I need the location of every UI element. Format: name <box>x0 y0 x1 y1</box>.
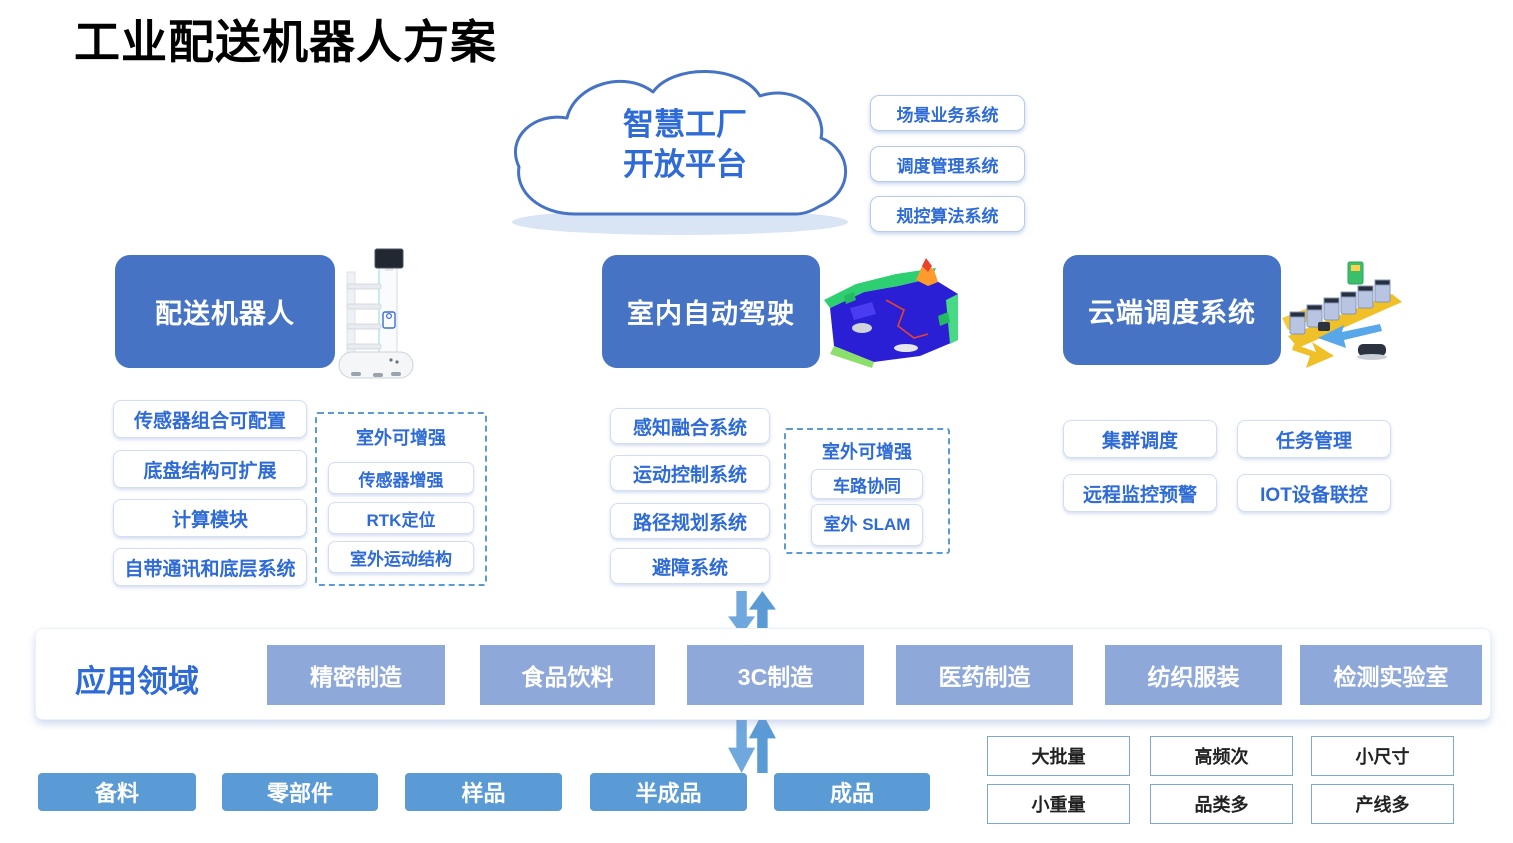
feature-box: 传感器组合可配置 <box>113 400 307 438</box>
feature-box: 底盘结构可扩展 <box>113 450 307 488</box>
delivery-robot-image <box>333 246 421 384</box>
application-item: 食品饮料 <box>480 645 655 705</box>
double-arrow-icon <box>727 713 777 773</box>
feature-box: 避障系统 <box>610 548 770 584</box>
applications-label: 应用领域 <box>75 664 199 699</box>
section-box-delivery-robot: 配送机器人 <box>115 255 335 368</box>
platform-system-box: 调度管理系统 <box>870 146 1025 182</box>
application-item: 精密制造 <box>267 645 445 705</box>
cloud-title-line1: 智慧工厂 <box>623 107 747 142</box>
characteristic-box: 高频次 <box>1150 736 1293 776</box>
cloud-platform-title: 智慧工厂 开放平台 <box>495 105 875 184</box>
characteristic-box: 小尺寸 <box>1311 736 1454 776</box>
material-box: 成品 <box>774 773 930 811</box>
page-title: 工业配送机器人方案 <box>74 16 497 68</box>
material-box: 半成品 <box>590 773 747 811</box>
cloud-icon <box>495 62 875 240</box>
characteristic-box: 小重量 <box>987 784 1130 824</box>
cloud-title-line2: 开放平台 <box>623 146 747 182</box>
outdoor-enhance-group: 室外可增强 传感器增强 RTK定位 室外运动结构 <box>315 412 487 586</box>
feature-box: 任务管理 <box>1237 420 1391 458</box>
characteristic-box: 品类多 <box>1150 784 1293 824</box>
material-box: 备料 <box>38 773 196 811</box>
material-box: 零部件 <box>222 773 378 811</box>
characteristic-box: 产线多 <box>1311 784 1454 824</box>
characteristic-box: 大批量 <box>987 736 1130 776</box>
feature-box: 运动控制系统 <box>610 455 770 491</box>
double-arrow-icon <box>727 591 777 635</box>
feature-box: 自带通讯和底层系统 <box>113 548 307 586</box>
platform-system-box: 规控算法系统 <box>870 196 1025 232</box>
platform-system-box: 场景业务系统 <box>870 95 1025 131</box>
feature-box: 感知融合系统 <box>610 408 770 444</box>
outdoor-item-box: 车路协同 <box>811 469 923 499</box>
feature-box: 集群调度 <box>1063 420 1217 458</box>
outdoor-enhance-title: 室外可增强 <box>356 428 446 448</box>
feature-box: 计算模块 <box>113 499 307 537</box>
feature-box: IOT设备联控 <box>1237 474 1391 512</box>
outdoor-enhance-title: 室外可增强 <box>822 442 912 462</box>
outdoor-item-box: 室外 SLAM <box>811 504 923 546</box>
feature-box: 远程监控预警 <box>1063 474 1217 512</box>
outdoor-enhance-group: 室外可增强 车路协同 室外 SLAM <box>784 428 950 554</box>
material-box: 样品 <box>405 773 562 811</box>
application-item: 3C制造 <box>687 645 864 705</box>
section-box-cloud-dispatch: 云端调度系统 <box>1063 255 1281 365</box>
robot-fleet-image <box>1282 256 1408 374</box>
application-item: 医药制造 <box>896 645 1073 705</box>
application-item: 纺织服装 <box>1105 645 1282 705</box>
feature-box: 路径规划系统 <box>610 503 770 539</box>
outdoor-item-box: RTK定位 <box>328 502 474 534</box>
outdoor-item-box: 传感器增强 <box>328 462 474 494</box>
slam-map-image <box>820 256 962 368</box>
section-box-indoor-driving: 室内自动驾驶 <box>602 255 820 368</box>
outdoor-item-box: 室外运动结构 <box>328 541 474 573</box>
application-item: 检测实验室 <box>1300 645 1482 705</box>
